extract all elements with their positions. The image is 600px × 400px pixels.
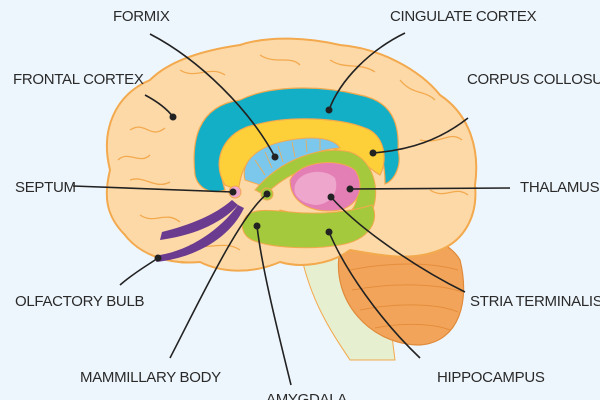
leader-dot-amygdala [253,222,261,230]
leader-dot-hippocampus [325,228,333,236]
fornix-stripes [254,139,321,176]
label-formix: FORMIX [113,8,170,25]
leader-line-septum [72,185,234,193]
olfactory-bulb-shape [156,205,244,262]
leader-line-cingulate [328,32,406,111]
leader-line-thalamus [349,187,511,190]
label-amygdala: AMYGDALA [266,391,347,400]
leader-dot-stria [327,193,335,201]
leader-dot-mammillary [263,190,271,198]
label-mammillary-body: MAMMILLARY BODY [80,369,221,386]
leader-dot-corpus [369,149,377,157]
leader-dot-thalamus [346,185,354,193]
leader-line-corpus [372,117,469,154]
leader-line-olfactory [119,257,159,286]
leader-dot-olfactory [154,254,162,262]
label-frontal-cortex: FRONTAL CORTEX [13,71,144,88]
label-corpus-collosum: CORPUS COLLOSUM [467,71,600,88]
leader-line-stria [330,196,466,293]
leader-line-formix [149,33,276,158]
label-cingulate-cortex: CINGULATE CORTEX [390,8,537,25]
leader-line-mammillary [169,193,268,359]
leader-dot-formix [271,153,279,161]
cortex-folds [117,54,469,251]
hippocampus-shape [241,204,376,249]
leader-dot-frontal [169,113,177,121]
leader-dot-cingulate [325,106,333,114]
label-olfactory-bulb: OLFACTORY BULB [15,293,144,310]
thalamus-inner [294,171,337,205]
leader-line-hippocampus [328,231,421,359]
cerebellum-folds [349,263,463,331]
label-septum: SEPTUM [15,179,76,196]
label-stria-terminalis: STRIA TERMINALIS [470,293,600,310]
leader-line-amygdala [256,225,292,386]
label-thalamus: THALAMUS [520,179,600,196]
label-hippocampus: HIPPOCAMPUS [437,369,545,386]
olfactory-tract [160,200,238,240]
leader-dot-septum [229,188,237,196]
